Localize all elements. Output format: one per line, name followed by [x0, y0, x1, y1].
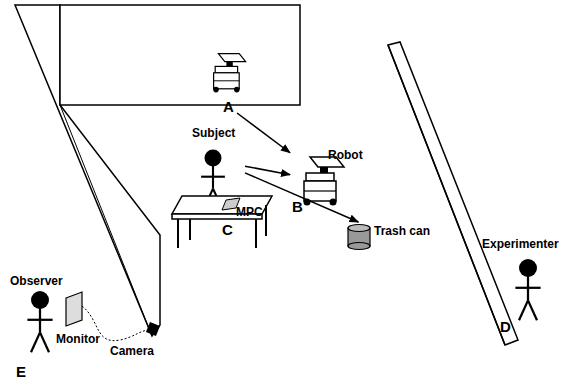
person-label: Observer — [10, 274, 63, 288]
figure-region: A — [221, 98, 237, 116]
node-label: Robot — [328, 148, 363, 162]
part-label: MPC — [236, 205, 263, 219]
figure-region: Trash can — [345, 222, 441, 252]
part-label: Camera — [110, 344, 154, 358]
node-label: B — [292, 198, 303, 215]
arrow — [245, 166, 290, 174]
person-label: Experimenter — [482, 237, 559, 251]
callout-letter: D — [500, 318, 511, 335]
node-label: Trash can — [374, 224, 430, 238]
node-label: Subject — [192, 126, 235, 140]
arrow — [237, 113, 290, 153]
figure-region: RobotB — [290, 148, 368, 216]
callout-letter: C — [222, 221, 233, 238]
part-label: Monitor — [56, 332, 100, 346]
node-label: A — [223, 98, 234, 115]
callout-letter: E — [16, 363, 26, 380]
figure-region: Subject — [190, 126, 245, 196]
